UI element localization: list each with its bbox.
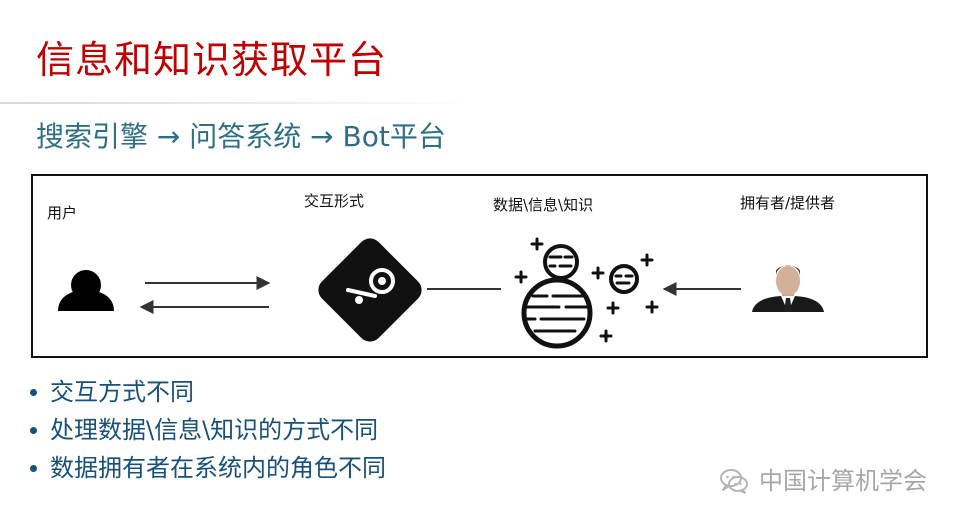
bullet-item-processing-mode: 处理数据\信息\知识的方式不同 [30,411,386,449]
bullet-dot [30,389,37,396]
title-divider [0,102,470,104]
bullet-dot [30,427,37,434]
diagram-frame [31,174,928,358]
bullet-dot [30,465,37,472]
bullet-item-interaction-mode: 交互方式不同 [30,373,386,411]
wechat-icon [720,469,748,494]
watermark-text: 中国计算机学会 [759,467,927,495]
slide-title: 信息和知识获取平台 [36,38,388,82]
watermark: 中国计算机学会 [717,464,927,498]
bullet-text: 数据拥有者在系统内的角色不同 [50,454,386,482]
interaction-label: 交互形式 [304,192,365,210]
provider-label: 拥有者/提供者 [740,194,836,212]
user-label: 用户 [47,204,78,222]
bullet-list: 交互方式不同 处理数据\信息\知识的方式不同 数据拥有者在系统内的角色不同 [30,373,386,487]
bullet-text: 处理数据\信息\知识的方式不同 [50,416,379,444]
bullet-text: 交互方式不同 [50,378,194,406]
data-label: 数据\信息\知识 [493,196,594,214]
bullet-item-owner-role: 数据拥有者在系统内的角色不同 [30,449,386,487]
slide-subtitle: 搜索引擎 → 问答系统 → Bot平台 [36,120,446,153]
